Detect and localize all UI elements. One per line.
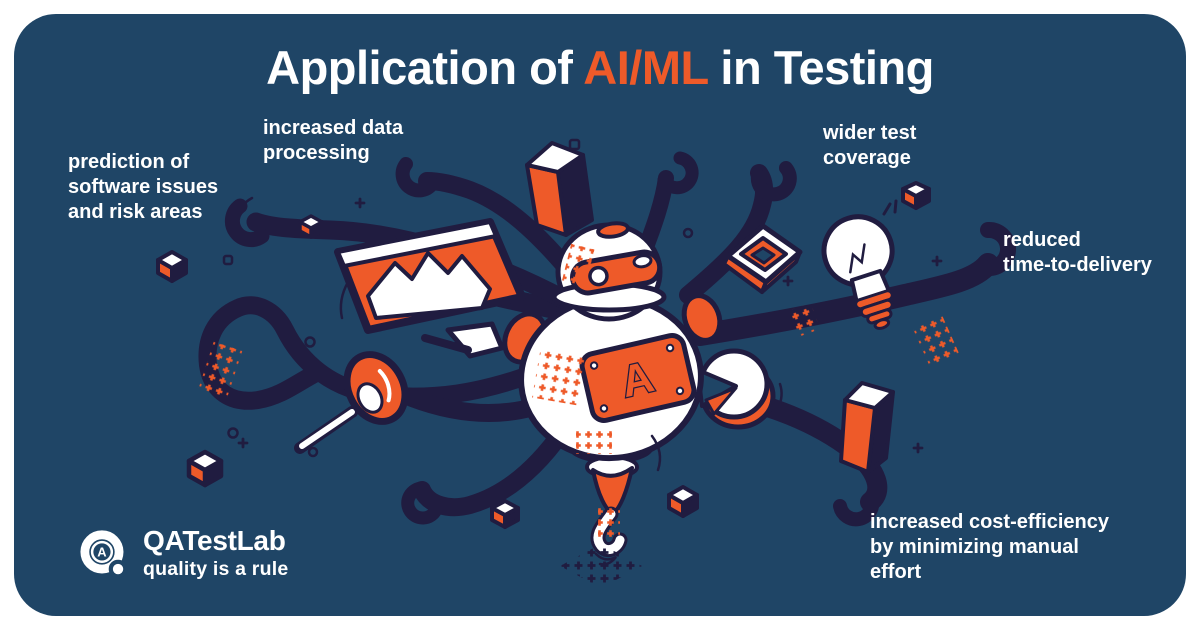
tentacle-dot-clusters (197, 302, 960, 401)
illustration: A (156, 138, 1017, 588)
bar-3d-icon (525, 141, 594, 237)
logo-monogram: A (97, 545, 107, 560)
bar-3d-icon (839, 381, 895, 474)
light-bulb-icon (821, 214, 895, 330)
cube-icon (298, 214, 324, 239)
benefit-increased-cost-efficiency: increased cost-efficiency by minimizing … (870, 511, 1109, 583)
cube-icon (901, 181, 931, 210)
benefit-prediction-of-software-issues: prediction of software issues and risk a… (68, 151, 219, 223)
monitor-chart-icon (334, 218, 526, 359)
qatestlab-logo-icon: A (80, 530, 128, 579)
infographic-card: A (14, 14, 1186, 616)
cube-icon (156, 250, 188, 283)
page-title: Application of AI/ML in Testing (14, 40, 1186, 95)
benefit-reduced-time-to-delivery: reduced time-to-delivery (1003, 229, 1152, 276)
cube-icon (186, 449, 224, 488)
logo-tagline: quality is a rule (143, 558, 289, 581)
chip-frame-icon (722, 223, 803, 294)
logo-name: QATestLab (143, 525, 286, 556)
benefit-increased-data-processing: increased data processing (263, 117, 404, 164)
spark-lines (882, 199, 898, 216)
cube-icon (490, 499, 520, 529)
benefit-wider-test-coverage: wider test coverage (823, 122, 917, 169)
title-part2: in Testing (707, 41, 934, 94)
cube-icon (667, 485, 699, 518)
magnifier-icon (294, 351, 409, 454)
decorative-marks (222, 138, 943, 588)
logo-text: QATestLab quality is a rule (143, 526, 288, 581)
pie-chart-icon (685, 348, 783, 430)
ai-robot: A (502, 221, 723, 558)
title-part1: Application of (266, 41, 584, 94)
title-highlight: AI/ML (583, 41, 708, 94)
qatestlab-logo: A QATestLab quality is a rule (75, 526, 288, 582)
